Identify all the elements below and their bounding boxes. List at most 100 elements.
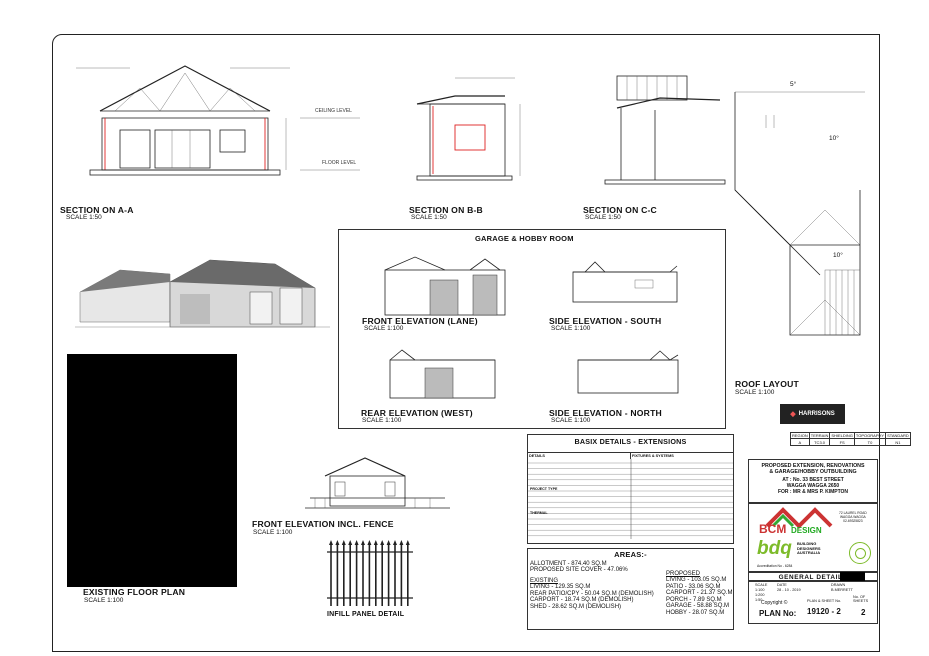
garage-south-drawing <box>565 252 685 312</box>
garage-front-drawing <box>375 245 515 320</box>
garage-panel-heading: GARAGE & HOBBY ROOM <box>475 234 574 243</box>
infill-spear-top <box>348 540 353 545</box>
scale-val-3: 1:50 <box>755 598 763 602</box>
project-line-1: PROPOSED EXTENSION, RENOVATIONS <box>761 463 865 469</box>
site-class-value: TC3.0 <box>808 438 831 446</box>
accreditation-no: Accreditation No - 6284 <box>757 564 793 568</box>
section-cc-title: SECTION ON C-C <box>583 205 657 215</box>
floor-plan-scale: SCALE 1:100 <box>84 597 124 604</box>
area-item: HOBBY - 28.07 SQ.M <box>666 609 725 616</box>
project-address: AT : No. 33 BEST STREET <box>782 477 844 483</box>
drawn-label: DRAWN <box>831 583 846 587</box>
front-fence-title: FRONT ELEVATION INCL. FENCE <box>252 519 394 529</box>
infill-spear-top <box>367 540 372 545</box>
front-elevation-fence-drawing <box>305 440 455 515</box>
section-cc-drawing <box>575 70 726 205</box>
basix-title: BASIX DETAILS - EXTENSIONS <box>574 437 687 446</box>
areas-title: AREAS:- <box>614 550 647 559</box>
garage-elevations-panel <box>338 229 726 429</box>
infill-spear-top <box>373 540 378 545</box>
plan-no-value: 19120 - 2 <box>807 607 841 616</box>
area-item: LIVING - 103.05 SQ.M <box>666 577 727 583</box>
plan-no-label: PLAN No: <box>759 609 797 618</box>
site-class-header: STANDARD <box>885 431 911 440</box>
roof-pitch-top: 5° <box>790 81 797 88</box>
area-item: GARAGE - 58.88 SQ.M <box>666 603 730 609</box>
infill-spear-top <box>335 540 340 545</box>
section-bb-scale: SCALE 1:50 <box>411 214 447 221</box>
copyright-label: Copyright © <box>761 600 788 606</box>
plan-sheet-label: PLAN & SHEET No. <box>807 599 842 603</box>
member-seal-icon <box>849 542 871 564</box>
date-value: 28 - 10 - 2019 <box>777 588 801 592</box>
garage-north-title: SIDE ELEVATION - NORTH <box>549 408 662 418</box>
basix-details-head: DETAILS <box>528 453 631 459</box>
garage-rear-title: REAR ELEVATION (WEST) <box>361 408 473 418</box>
project-client: FOR : MR & MRS P. KIMPTON <box>777 489 849 495</box>
roof-layout-scale: SCALE 1:100 <box>735 389 775 396</box>
sheets-label: No. OF SHEETS <box>853 595 869 603</box>
section-bb-drawing <box>395 70 565 205</box>
site-class-value: N1 <box>885 438 911 446</box>
floor-plan-title: EXISTING FLOOR PLAN <box>83 587 186 597</box>
areas-box: AREAS:- ALLOTMENT - 874.40 SQ.M PROPOSED… <box>527 548 734 630</box>
infill-spear-top <box>380 540 385 545</box>
section-aa-drawing: CEILING LEVEL FLOOR LEVEL <box>60 48 390 203</box>
garage-rear-drawing <box>380 340 510 405</box>
bcm-logo-text: BCM <box>759 522 787 536</box>
area-item: CARPORT - 18.74 SQ.M (DEMOLISH) <box>530 597 634 603</box>
garage-north-scale: SCALE 1:100 <box>551 417 591 424</box>
section-aa-title: SECTION ON A-A <box>60 205 134 215</box>
infill-spear-top <box>361 540 365 545</box>
front-fence-scale: SCALE 1:100 <box>253 529 293 536</box>
basix-table: BASIX DETAILS - EXTENSIONS DETAILS FIXTU… <box>527 434 734 544</box>
bcm-address: 72 LAUREL ROAD WAGGA WAGGA 02-69325823 <box>839 511 867 523</box>
drawing-meta-box: SCALE 1:100 1:200 1:50 DATE 28 - 10 - 20… <box>748 581 878 624</box>
site-class-value: T0 <box>853 438 887 446</box>
project-town: WAGGA WAGGA 2650 <box>786 483 840 489</box>
infill-panel-drawing <box>325 540 415 608</box>
project-info-box: PROPOSED EXTENSION, RENOVATIONS & GARAGE… <box>748 459 878 503</box>
garage-south-title: SIDE ELEVATION - SOUTH <box>549 316 662 326</box>
section-bb-title: SECTION ON B-B <box>409 205 483 215</box>
section-cc-scale: SCALE 1:50 <box>585 214 621 221</box>
garage-south-scale: SCALE 1:100 <box>551 325 591 332</box>
site-class-header: TOPOGRAPHY <box>853 431 887 440</box>
garage-front-title: FRONT ELEVATION (LANE) <box>362 316 478 326</box>
site-class-header: REGION <box>790 431 810 440</box>
section-aa-scale: SCALE 1:50 <box>66 214 102 221</box>
roof-layout-drawing <box>730 70 875 375</box>
area-item: REAR PATIO/CPY - 50.04 SQ.M (DEMOLISH) <box>530 590 654 597</box>
drawing-sheet-border <box>52 34 880 652</box>
site-class-value: A <box>790 438 810 446</box>
bcm-design-text: DESIGN <box>791 526 822 535</box>
area-item: SHED - 28.62 SQ.M (DEMOLISH) <box>530 603 622 610</box>
areas-site-cover: PROPOSED SITE COVER - 47.06% <box>530 567 628 573</box>
bdq-logo-text: bdq <box>757 538 792 559</box>
sheets-value: 2 <box>861 608 866 617</box>
site-class-header: TERRAIN <box>808 431 831 440</box>
floor-plan-redacted <box>67 354 237 587</box>
diamond-icon: ◆ <box>790 411 796 418</box>
area-item: PATIO - 33.06 SQ.M <box>666 583 721 590</box>
infill-spear-top <box>341 540 346 545</box>
ceiling-level-label: CEILING LEVEL <box>315 108 352 114</box>
scale-val-2: 1:200 <box>755 593 765 597</box>
drawn-value: B.MERRETT <box>831 588 853 592</box>
garage-rear-scale: SCALE 1:100 <box>362 417 402 424</box>
area-item: CARPORT - 21.37 SQ.M <box>666 590 733 596</box>
scale-label: SCALE <box>755 583 768 587</box>
garage-north-drawing <box>570 345 690 405</box>
area-item: PORCH - 7.89 SQ.M <box>666 596 722 603</box>
roof-pitch-mid: 10° <box>829 135 839 142</box>
redacted-mark <box>840 572 865 581</box>
infill-spear-top <box>329 540 333 545</box>
infill-spear-top <box>386 540 391 545</box>
bdq-tagline: BUILDING DESIGNERS AUSTRALIA <box>797 541 821 556</box>
infill-spear-top <box>405 540 410 545</box>
date-label: DATE <box>777 583 787 587</box>
roof-pitch-low: 10° <box>833 252 843 259</box>
area-item: LIVING - 129.35 SQ.M <box>530 584 591 590</box>
